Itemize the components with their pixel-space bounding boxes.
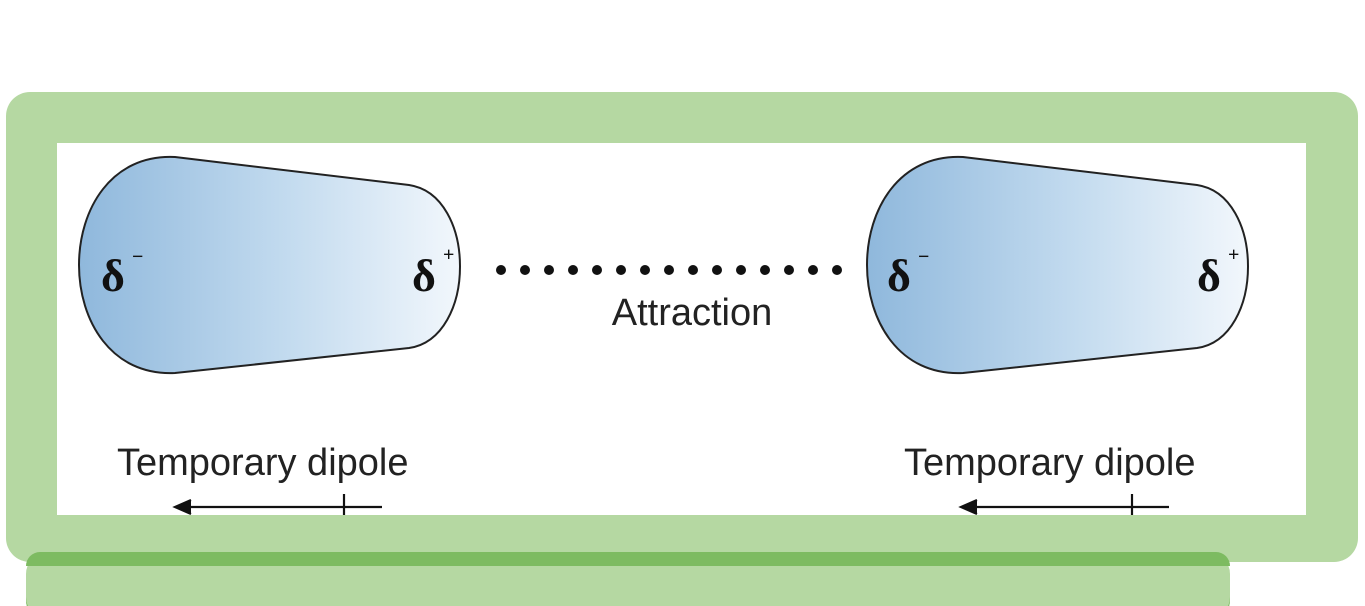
attraction-dot	[688, 265, 698, 275]
molecule-right-caption: Temporary dipole	[904, 442, 1195, 484]
attraction-dot	[712, 265, 722, 275]
attraction-dot	[808, 265, 818, 275]
molecule-left-positive-sign: +	[443, 244, 454, 266]
dipole-diagram: δ − δ + δ − δ +	[78, 155, 1249, 515]
molecule-left: δ − δ +	[78, 155, 461, 375]
molecule-left-caption: Temporary dipole	[117, 442, 408, 484]
attraction-dot	[544, 265, 554, 275]
lower-highlight-frame-edge	[26, 552, 1230, 566]
molecule-left-negative-sign: −	[132, 246, 143, 268]
molecule-left-negative-delta: δ	[101, 250, 125, 301]
attraction-dot	[760, 265, 770, 275]
molecule-right-negative-sign: −	[918, 246, 929, 268]
attraction-dot	[736, 265, 746, 275]
attraction-dot	[664, 265, 674, 275]
molecule-left-positive-delta: δ	[412, 250, 436, 301]
molecule-right-shape	[866, 155, 1249, 375]
attraction-dot	[784, 265, 794, 275]
molecule-right-positive-delta: δ	[1197, 250, 1221, 301]
attraction-dot	[568, 265, 578, 275]
molecule-right-positive-sign: +	[1228, 244, 1239, 266]
attraction-dot	[640, 265, 650, 275]
attraction-dot	[616, 265, 626, 275]
molecule-right-negative-delta: δ	[887, 250, 911, 301]
attraction-dot	[496, 265, 506, 275]
attraction-label: Attraction	[612, 292, 773, 334]
attraction-dot	[592, 265, 602, 275]
diagram-panel: δ − δ + δ − δ +	[57, 143, 1306, 515]
attraction-dot	[832, 265, 842, 275]
dipole-arrow-right	[958, 494, 1169, 515]
attraction-dots	[496, 265, 842, 275]
molecule-right: δ − δ +	[866, 155, 1249, 375]
molecule-left-shape	[78, 155, 461, 375]
attraction-dot	[520, 265, 530, 275]
dipole-arrow-left	[172, 494, 382, 515]
